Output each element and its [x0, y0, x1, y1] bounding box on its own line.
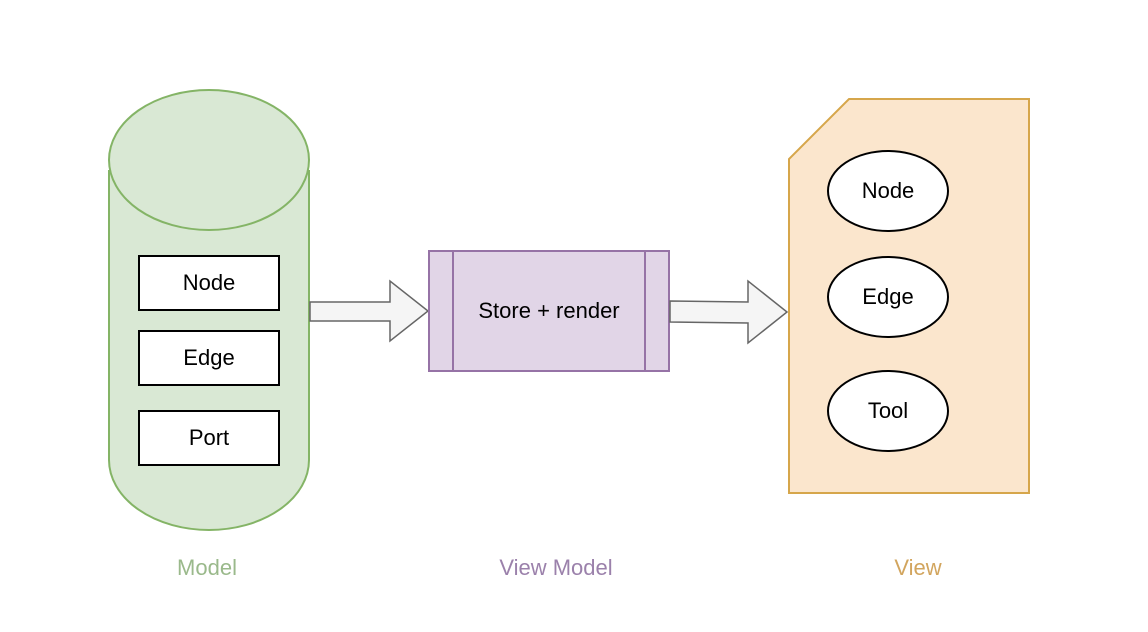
view-item-tool-ellipse	[827, 370, 949, 452]
model-item-port-box	[138, 410, 280, 466]
view-item-edge: Edge	[827, 256, 949, 338]
view-item-node-ellipse	[827, 150, 949, 232]
view-caption: View	[894, 555, 941, 580]
view-item-tool-label: Tool	[868, 398, 908, 423]
model-item-edge: Edge	[138, 330, 280, 386]
view-item-edge-label: Edge	[862, 284, 913, 309]
model-item-edge-box	[138, 330, 280, 386]
model-item-node-box	[138, 255, 280, 311]
model-item-port-label: Port	[189, 425, 229, 450]
model-item-node-label: Node	[183, 270, 236, 295]
view-item-edge-ellipse	[827, 256, 949, 338]
view-item-tool: Tool	[827, 370, 949, 452]
model-item-edge-label: Edge	[183, 345, 234, 370]
view-model-box	[428, 250, 670, 372]
view-model-process: Store + render	[428, 250, 670, 372]
view-item-node: Node	[827, 150, 949, 232]
view-model-caption: View Model	[499, 555, 612, 580]
view-item-node-label: Node	[862, 178, 915, 203]
arrow-model-to-viewmodel	[309, 279, 430, 343]
view-model-label: Store + render	[478, 298, 619, 323]
model-cylinder-top	[108, 89, 310, 231]
model-caption: Model	[177, 555, 237, 580]
arrow-viewmodel-to-view	[669, 279, 789, 345]
model-item-port: Port	[138, 410, 280, 466]
model-item-node: Node	[138, 255, 280, 311]
